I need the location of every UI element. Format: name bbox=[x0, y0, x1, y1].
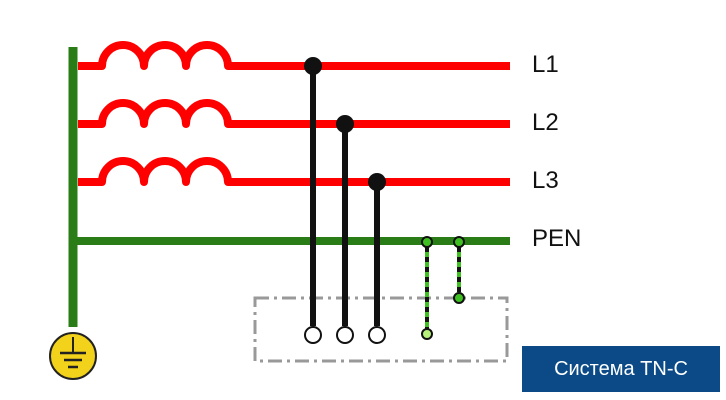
terminal bbox=[453, 292, 465, 304]
label-pen: PEN bbox=[532, 225, 582, 252]
label-l1: L1 bbox=[532, 51, 559, 78]
drop-l2 bbox=[336, 115, 354, 344]
pen-drop-2 bbox=[453, 236, 465, 304]
junction-dot bbox=[421, 236, 433, 248]
phase-l3 bbox=[78, 157, 510, 186]
label-l3: L3 bbox=[532, 167, 559, 194]
junction-dot bbox=[368, 173, 386, 191]
phase-l2 bbox=[78, 99, 510, 128]
drop-l1 bbox=[304, 57, 322, 344]
terminal bbox=[304, 326, 322, 344]
terminal bbox=[336, 326, 354, 344]
terminal bbox=[368, 326, 386, 344]
phase-l1 bbox=[78, 41, 510, 70]
pen-drop-1 bbox=[421, 236, 433, 340]
coil-icon bbox=[78, 157, 510, 186]
junction-dot bbox=[304, 57, 322, 75]
junction-dot bbox=[453, 236, 465, 248]
label-l2: L2 bbox=[532, 109, 559, 136]
system-badge: Система TN-C bbox=[522, 346, 720, 392]
junction-dot bbox=[336, 115, 354, 133]
terminal bbox=[421, 328, 433, 340]
coil-icon bbox=[78, 41, 510, 70]
drop-l3 bbox=[368, 173, 386, 344]
load-frame bbox=[253, 296, 509, 363]
ground-icon bbox=[49, 332, 97, 380]
coil-icon bbox=[78, 99, 510, 128]
